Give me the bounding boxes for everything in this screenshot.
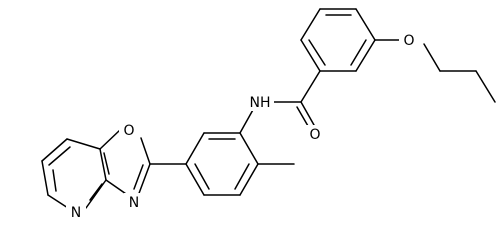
benzoyl-ring [300, 8, 376, 72]
central-ring [185, 132, 295, 196]
ether-oxygen-label: O [403, 33, 414, 49]
propoxy-chain [374, 39, 496, 103]
oxazole-oxygen-label: O [123, 123, 134, 139]
oxazolopyridine-system [41, 129, 187, 209]
oxazole-nitrogen-label: N [129, 195, 139, 211]
carbonyl-oxygen-label: O [309, 127, 320, 143]
pyridine-nitrogen-label: N [71, 205, 81, 221]
amide-nh-label: NH [250, 95, 271, 111]
molecule-canvas: O O NH O N N [41, 8, 496, 221]
structure-diagram: O O NH O N N [41, 8, 496, 221]
atom-labels: O O NH O N N [66, 31, 419, 221]
amide-group [239, 70, 321, 134]
